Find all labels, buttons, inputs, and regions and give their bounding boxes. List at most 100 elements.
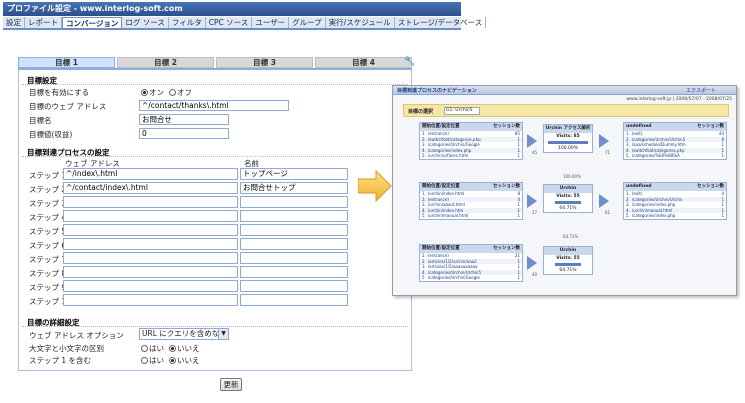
step1-yes-radio[interactable]: はい <box>141 355 164 366</box>
row-index: 3. <box>422 264 426 269</box>
row-count: 1 <box>517 202 520 207</box>
panel-row-label: 1./urchin/index.html <box>422 191 464 197</box>
step-title: Urchin <box>544 185 592 193</box>
panel-row-label: 2.(entrance) <box>422 197 449 203</box>
goal-select[interactable]: G1: Urchin5 <box>444 107 480 115</box>
nav-tab[interactable]: フィルタ <box>169 17 206 28</box>
wrench-icon[interactable]: 🔧 <box>404 57 416 67</box>
panel-row-label: 1.(entrance) <box>422 131 449 137</box>
step-pct: 64.71% <box>559 268 577 273</box>
flow-arrow-icon <box>527 256 537 270</box>
panel-row: 1.(entrance)21 <box>420 253 522 259</box>
panel-row: 1.(exit)4 <box>624 191 726 197</box>
panel-header: 開始位置/設定位置セッション数 <box>420 183 522 191</box>
row-path: /urchin/index.html <box>427 191 465 196</box>
row-path: /switchfold/categories.php <box>427 136 481 142</box>
nav-tab[interactable]: 実行/スケジュール <box>326 17 395 28</box>
funnel-report-preview: 目標到達プロセスのナビゲーション エクスポート www.interlog-sof… <box>392 85 737 296</box>
row-count: 44 <box>718 131 724 136</box>
row-index: 5. <box>422 213 426 218</box>
panel-row: 3./aaa/schedule/Dummy.htm 1 <box>624 142 726 148</box>
step-name-input[interactable] <box>240 294 348 306</box>
step-name-input[interactable] <box>240 224 348 236</box>
row-count: 1 <box>517 147 520 153</box>
step-url-input[interactable] <box>63 238 238 250</box>
step-name-input[interactable] <box>240 266 348 278</box>
row-path: /categories/Urchin/Urchin5 <box>631 136 686 142</box>
enabled-on-radio[interactable]: オン <box>141 87 164 98</box>
row-count: 1 <box>721 142 724 147</box>
row-count: 1 <box>721 153 724 158</box>
panel-row-label: 3./aaa/schedule/Dummy.htm <box>626 142 686 148</box>
goal-tab[interactable]: 目標 1 <box>18 57 115 68</box>
step-url-input[interactable] <box>63 252 238 264</box>
step-visits: Visits: 85 <box>556 134 580 139</box>
goal-tab[interactable]: 目標 2 <box>117 57 214 68</box>
case-no-radio[interactable]: いいえ <box>169 343 200 354</box>
step-url-input[interactable]: ^/contact/index\.html <box>63 182 238 194</box>
panel-header-col: 開始位置/設定位置 <box>422 246 460 251</box>
panel-row-label: 5./categories/%E6%88%A <box>626 153 680 159</box>
row-path: /switchfold/categories.php <box>631 147 685 153</box>
step-url-input[interactable] <box>63 294 238 306</box>
steps-title: 目標到達プロセスの設定 <box>27 148 110 157</box>
step-name-input[interactable] <box>240 238 348 250</box>
step-url-input[interactable]: ^/index\.html <box>63 168 238 180</box>
enabled-off-radio[interactable]: オフ <box>169 87 192 98</box>
nav-tab[interactable]: グループ <box>289 17 326 28</box>
step-url-input[interactable] <box>63 224 238 236</box>
step-visits: Visits: 55 <box>556 194 580 199</box>
panel-row: 3./urchin/about.html 1 <box>420 202 522 208</box>
export-link[interactable]: エクスポート <box>686 88 716 94</box>
row-count: 85 <box>514 131 520 136</box>
goal-name-input[interactable]: お問合せ <box>139 114 229 125</box>
step-name-input[interactable] <box>240 280 348 292</box>
row-count: 8 <box>721 136 724 142</box>
row-count: 1 <box>517 275 520 280</box>
panel-header-col: セッション数 <box>493 184 520 189</box>
row-count: 1 <box>517 153 520 158</box>
in-pct: 40 <box>532 272 538 277</box>
row-path: /urchin/about.html <box>427 202 465 207</box>
row-path: (exit) <box>631 191 643 196</box>
goal-tab[interactable]: 目標 3 <box>216 57 313 68</box>
step-url-input[interactable] <box>63 280 238 292</box>
step-name-input[interactable] <box>240 252 348 264</box>
nav-tab[interactable]: ユーザー <box>252 17 290 28</box>
row-path: /articles/1/2/urchin/aaa2 <box>427 258 477 264</box>
step-name-input[interactable] <box>240 196 348 208</box>
row-index: 3. <box>422 202 426 207</box>
step-url-input[interactable] <box>63 210 238 222</box>
update-button[interactable]: 更新 <box>220 378 242 391</box>
step1-no-radio[interactable]: いいえ <box>169 355 200 366</box>
step-name-input[interactable]: トップページ <box>240 168 348 180</box>
panel-row-label: 3./articles/1/3/aaaaaaaaaa <box>422 264 477 270</box>
goal-tab[interactable]: 目標 4 <box>315 57 412 68</box>
nav-tab[interactable]: コンバージョン <box>62 17 123 28</box>
panel-row: 5./categories/%E6%88%A 1 <box>624 153 726 159</box>
nav-tab[interactable]: レポート <box>25 17 62 28</box>
nav-tab[interactable]: CPC ソース <box>206 17 253 28</box>
step-url-input[interactable] <box>63 266 238 278</box>
step-url-input[interactable] <box>63 196 238 208</box>
step-name-input[interactable]: お問合せトップ <box>240 182 348 194</box>
nav-tab[interactable]: ログ ソース <box>122 17 169 28</box>
goal-url-input[interactable]: ^/contact/thanks\.html <box>139 100 289 111</box>
nav-tab[interactable]: ストレージ/データベース <box>395 17 487 28</box>
match-option-select[interactable]: URL にクエリを含めない▼ <box>139 328 229 340</box>
panel-row-label: 2./switchfold/categories.php <box>422 137 481 143</box>
step-name-input[interactable] <box>240 210 348 222</box>
report-site-line: www.interlog-soft.jp | 2008/07/07 - 2008… <box>626 97 732 102</box>
row-count: 1 <box>721 213 724 218</box>
col-name-header: 名前 <box>244 159 259 168</box>
row-index: 1. <box>626 131 630 136</box>
goal-value-input[interactable]: 0 <box>139 128 229 139</box>
case-yes-radio[interactable]: はい <box>141 343 164 354</box>
nav-tab[interactable]: 設定 <box>3 17 25 28</box>
goal-value-label: 目標値(収益) <box>29 130 73 139</box>
progress-bar <box>555 263 581 266</box>
